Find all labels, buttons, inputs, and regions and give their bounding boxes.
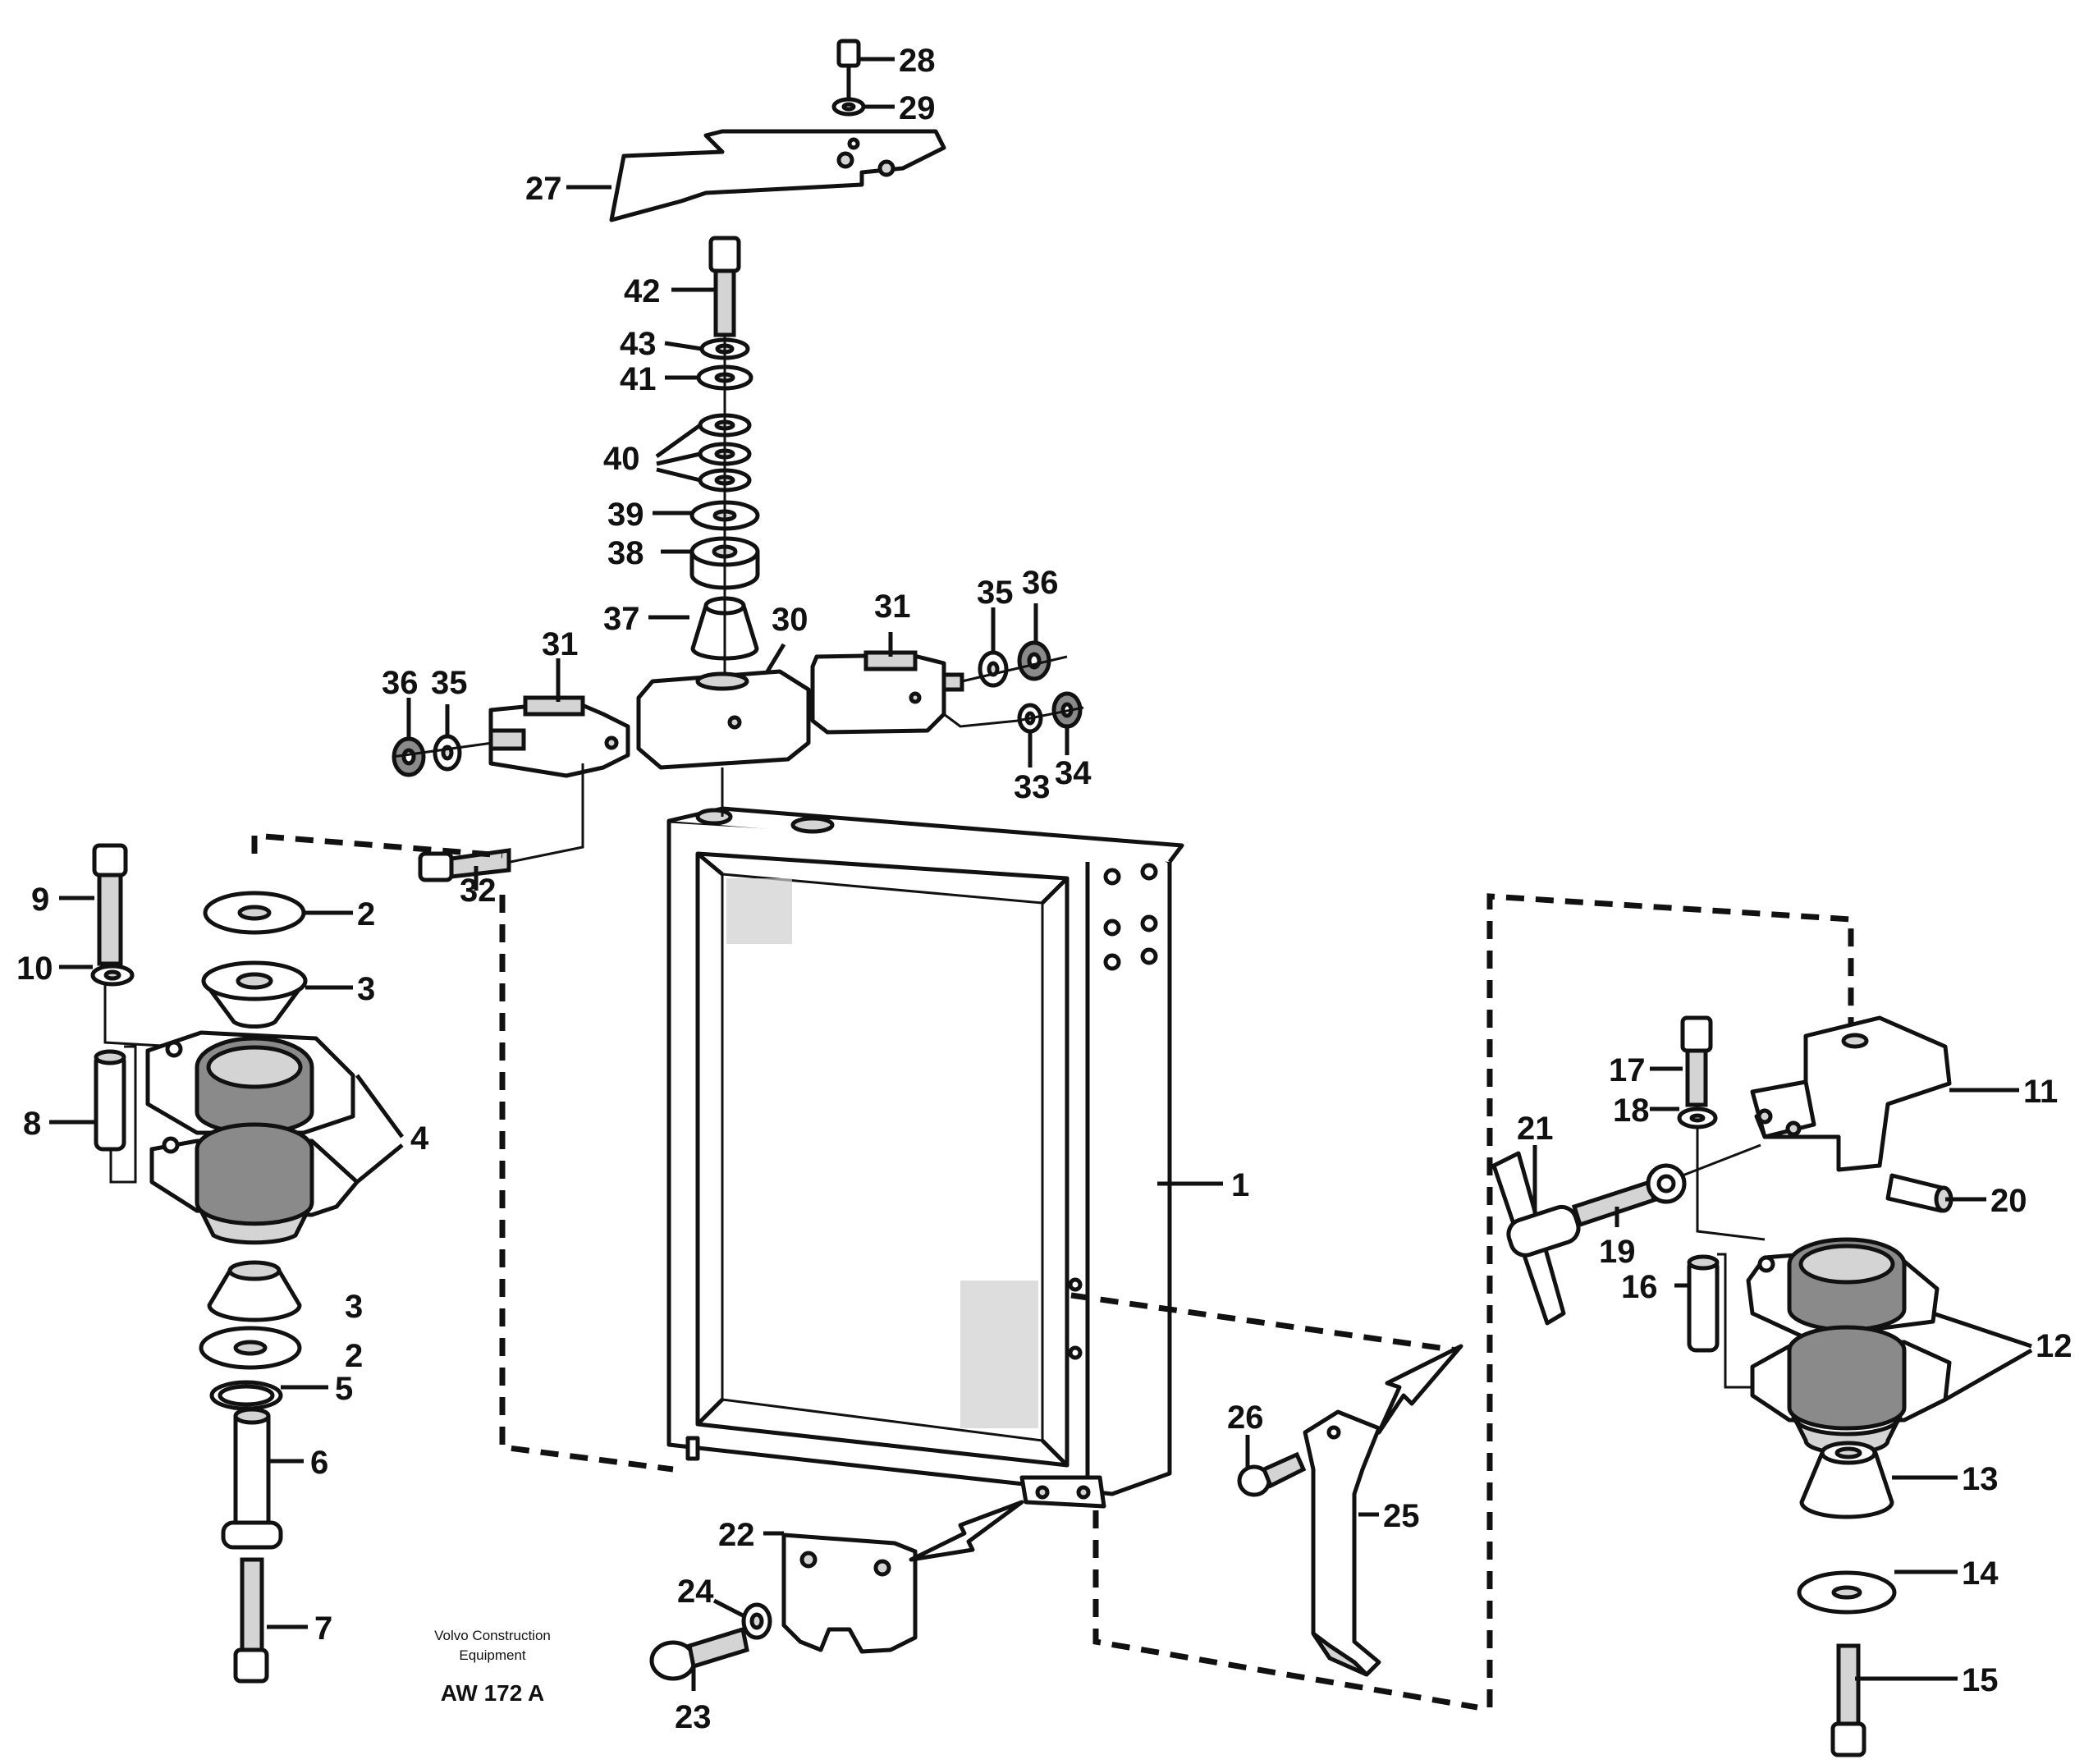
callout-13: 13 (1962, 1461, 1999, 1497)
callout-43: 43 (620, 326, 657, 362)
bracket-25 (1303, 1409, 1381, 1677)
callout-16: 16 (1621, 1269, 1658, 1305)
callout-9: 9 (31, 882, 49, 918)
bolt-23 (649, 1626, 749, 1681)
bolt-42 (708, 236, 741, 337)
callout-20: 20 (1990, 1183, 2027, 1219)
bracket-27 (609, 129, 946, 222)
mount-4-top (145, 1030, 355, 1135)
mount-tab (1019, 1475, 1106, 1509)
callout-27: 27 (525, 171, 562, 207)
callout-42: 42 (624, 273, 661, 309)
pin-16 (1687, 1254, 1720, 1353)
eyebolt-19 (1571, 1163, 1687, 1228)
callout-12: 12 (2036, 1328, 2073, 1364)
callout-2-lower: 2 (345, 1338, 363, 1374)
callout-31-right: 31 (874, 589, 911, 625)
callout-41: 41 (620, 361, 657, 397)
block-30 (636, 669, 811, 770)
callout-28: 28 (899, 43, 936, 79)
bolt-26 (1237, 1451, 1307, 1497)
bracket-11 (1750, 1015, 1952, 1172)
callout-33: 33 (1014, 769, 1051, 805)
callout-10: 10 (16, 951, 53, 987)
callout-21: 21 (1517, 1111, 1554, 1147)
washer-35-left (433, 734, 462, 772)
bolt-7 (233, 1557, 269, 1684)
radiator-1 (666, 767, 1184, 1509)
callout-36-left: 36 (382, 665, 419, 701)
callout-4: 4 (410, 1120, 429, 1157)
callout-37: 37 (603, 601, 640, 637)
callout-26: 26 (1227, 1400, 1264, 1436)
callout-22: 22 (718, 1517, 755, 1553)
washer-35-right (978, 650, 1009, 688)
handle-21 (1491, 1151, 1581, 1326)
callout-8: 8 (23, 1106, 41, 1142)
callout-40: 40 (603, 441, 640, 477)
washer-18 (1677, 1107, 1718, 1129)
bolt-28 (836, 39, 861, 103)
callout-18: 18 (1613, 1093, 1650, 1129)
isolator-31-right (810, 650, 964, 735)
bolt-17 (1680, 1015, 1713, 1107)
callout-25: 25 (1383, 1498, 1420, 1534)
bolt-15 (1830, 1643, 1866, 1757)
callout-17: 17 (1609, 1052, 1646, 1088)
callout-6: 6 (310, 1445, 328, 1481)
callout-24: 24 (677, 1574, 714, 1610)
callout-15: 15 (1962, 1662, 1999, 1698)
washer-2-top (203, 891, 306, 935)
pin-8 (94, 1049, 126, 1152)
callout-36-right: 36 (1022, 565, 1059, 601)
mount-4-bottom (149, 1122, 360, 1245)
callout-2: 2 (357, 896, 375, 932)
ring-5 (209, 1380, 283, 1411)
plate-22 (781, 1533, 918, 1654)
callout-31-left: 31 (542, 626, 579, 662)
callout-3-lower: 3 (345, 1289, 363, 1325)
callout-11: 11 (2023, 1074, 2058, 1110)
callout-1: 1 (1231, 1167, 1249, 1203)
arrow-25 (1376, 1344, 1463, 1435)
callout-29: 29 (899, 90, 936, 126)
washer-24 (741, 1602, 772, 1640)
cone-3-top (201, 960, 308, 1029)
callout-14: 14 (1962, 1556, 1999, 1592)
bolt-9 (92, 843, 128, 966)
isolator-31-left (488, 695, 630, 778)
mount-12-bottom (1750, 1325, 1952, 1455)
washer-14 (1797, 1570, 1897, 1615)
pin-20 (1885, 1173, 1953, 1213)
arrow-22 (909, 1500, 1024, 1562)
cone-13 (1799, 1441, 1894, 1519)
cone-3-bottom (207, 1260, 302, 1322)
sleeve-6 (221, 1407, 283, 1550)
mount-12-top (1746, 1237, 1940, 1340)
callout-5: 5 (335, 1371, 353, 1407)
washer-10 (90, 964, 135, 987)
drawing-code: AW 172 A (441, 1680, 545, 1706)
washer-2-bottom (199, 1326, 302, 1370)
callout-7: 7 (314, 1611, 332, 1647)
callout-3: 3 (357, 971, 375, 1007)
callout-39: 39 (607, 497, 644, 533)
callout-32: 32 (460, 873, 497, 909)
callout-19: 19 (1599, 1234, 1636, 1270)
callout-23: 23 (675, 1699, 712, 1735)
callout-35-left: 35 (431, 665, 468, 701)
callout-34: 34 (1055, 755, 1092, 791)
washer-29 (831, 97, 866, 117)
caption-line2: Equipment (459, 1647, 526, 1663)
caption-line1: Volvo Construction (434, 1628, 551, 1643)
callout-38: 38 (607, 535, 644, 571)
callout-35-right: 35 (977, 575, 1014, 611)
callout-30: 30 (772, 602, 808, 638)
